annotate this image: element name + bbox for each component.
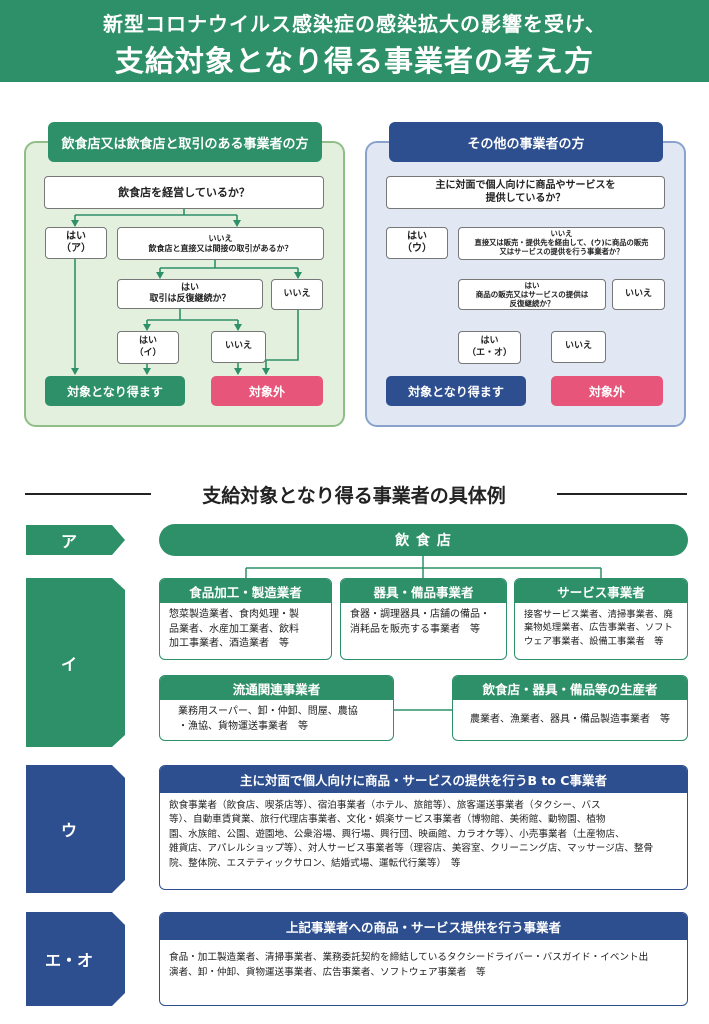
left-yes3-label: はい [138,336,157,347]
section-divider-left [25,493,151,495]
i-equip-line: 消耗品を販売する事業者 等 [350,623,480,635]
left-no2-box: いいえ [271,279,323,310]
left-no1-box: いいえ 飲食店と直接又は間接の取引があるか？ [117,227,324,260]
i-dist-box: 流通関連事業者 業務用スーパー、卸・仲卸、問屋、農協 ・漁協、貨物運送事業者 等 [159,675,394,741]
i-food-box: 食品加工・製造業者 惣菜製造業者、食肉処理・製 品業者、水産加工業者、飲料 加工… [159,578,332,660]
left-yes3-box: はい （イ） [117,331,179,364]
left-yes1-code: （ア） [61,243,91,254]
right-yes2-label: はい [524,281,540,290]
left-yes1-box: はい （ア） [45,227,107,259]
i-equip-box: 器具・備品事業者 食器・調理器具・店舗の備品・ 消耗品を販売する事業者 等 [340,578,507,660]
i-food-body: 惣菜製造業者、食肉処理・製 品業者、水産加工業者、飲料 加工事業者、酒造業者 等 [160,603,331,657]
right-yes3-label: はい [480,336,499,347]
eo-supplier-box: 上記事業者への商品・サービス提供を行う事業者 食品・加工製造業者、清掃事業者、業… [159,912,688,1006]
i-service-head: サービス事業者 [515,579,687,603]
left-yes2-box: はい 取引は反復継続か？ [117,279,263,309]
eo-supplier-line: 食品・加工製造業者、清掃事業者、業務委託契約を締結しているタクシードライバー・バ… [169,952,649,963]
u-btoc-line: 等）、自動車賃貸業、旅行代理店事業者、文化・娯楽サービス事業者（博物館、美術館、… [169,814,606,826]
i-dist-line: 業務用スーパー、卸・仲卸、問屋、農協 [178,706,358,717]
left-result-excluded: 対象外 [211,376,323,406]
u-btoc-line: 飲食事業者（飲食店、喫茶店等）、宿泊事業者（ホテル、旅館等）、旅客運送事業者（タ… [169,800,601,811]
right-yes1-box: はい （ウ） [386,227,448,259]
right-yes2-question-2: 反復継続か？ [509,299,555,308]
i-food-line: 品業者、水産加工業者、飲料 [169,623,299,635]
left-no3-box: いいえ [211,331,266,363]
right-no1-box: いいえ 直接又は販売・提供先を経由して、(ウ)に商品の販売 又はサービスの提供を… [458,227,665,260]
left-panel-title: 飲食店又は飲食店と取引のある事業者の方 [48,122,322,162]
right-yes3-box: はい （エ・オ） [458,331,521,364]
i-prod-line: 農業者、漁業者、器具・備品製造事業者 等 [470,713,670,725]
i-dist-body: 業務用スーパー、卸・仲卸、問屋、農協 ・漁協、貨物運送事業者 等 [160,700,393,739]
a-restaurant-box: 飲 食 店 [159,524,688,556]
right-no3-box: いいえ [551,331,606,363]
eo-supplier-body: 食品・加工製造業者、清掃事業者、業務委託契約を締結しているタクシードライバー・バ… [160,940,687,991]
left-q1-box: 飲食店を経営しているか？ [44,176,324,209]
i-food-line: 加工事業者、酒造業者 等 [169,638,289,649]
eo-supplier-head: 上記事業者への商品・サービス提供を行う事業者 [160,913,687,940]
i-food-line: 惣菜製造業者、食肉処理・製 [169,609,299,620]
eo-supplier-line: 演者、卸・仲卸、貨物運送事業者、広告事業者、ソフトウェア事業者 等 [169,967,486,979]
i-prod-box: 飲食店・器具・備品等の生産者 農業者、漁業者、器具・備品製造事業者 等 [452,675,688,741]
header-line-2: 支給対象となり得る事業者の考え方 [114,44,595,78]
right-no2-box: いいえ [612,279,665,310]
i-service-line: 棄物処理業者、広告事業者、ソフト [524,622,673,634]
left-yes2-label: はい [180,282,199,293]
examples-title: 支給対象となり得る事業者の具体例 [202,484,506,507]
left-yes2-question: 取引は反復継続か？ [149,294,231,304]
left-result-eligible: 対象となり得ます [45,376,185,406]
right-result-excluded: 対象外 [551,376,663,406]
right-yes1-label: はい [407,230,427,242]
label-u: ウ [60,821,77,840]
right-no1-question-1: 直接又は販売・提供先を経由して、(ウ)に商品の販売 [474,238,649,248]
u-btoc-line: 園、水族館、公園、遊園地、公衆浴場、興行場、興行団、映画館、カラオケ等）、小売事… [169,828,625,840]
right-yes2-question-1: 商品の販売又はサービスの提供は [475,290,589,299]
i-prod-body: 農業者、漁業者、器具・備品製造事業者 等 [453,700,687,740]
u-btoc-body: 飲食事業者（飲食店、喫茶店等）、宿泊事業者（ホテル、旅館等）、旅客運送事業者（タ… [160,793,687,877]
u-btoc-box: 主に対面で個人向けに商品・サービスの提供を行うB to C事業者 飲食事業者（飲… [159,765,688,890]
header-line-1: 新型コロナウイルス感染症の感染拡大の影響を受け、 [103,12,606,36]
right-yes2-box: はい 商品の販売又はサービスの提供は 反復継続か？ [458,279,606,310]
right-no1-question-2: 又はサービスの提供を行う事業者か？ [499,246,624,256]
i-dist-head: 流通関連事業者 [160,676,393,700]
right-q1-line2: 提供しているか？ [485,192,566,204]
left-no1-question: 飲食店と直接又は間接の取引があるか？ [148,243,293,253]
header-banner: 新型コロナウイルス感染症の感染拡大の影響を受け、 支給対象となり得る事業者の考え… [0,0,709,82]
right-q1-box: 主に対面で個人向けに商品やサービスを 提供しているか？ [386,176,665,209]
right-q1-line1: 主に対面で個人向けに商品やサービスを [435,180,616,191]
i-service-body: 接客サービス業者、清掃事業者、廃 棄物処理業者、広告事業者、ソフト ウェア事業者… [515,603,687,653]
i-prod-head: 飲食店・器具・備品等の生産者 [453,676,687,700]
i-service-box: サービス事業者 接客サービス業者、清掃事業者、廃 棄物処理業者、広告事業者、ソフ… [514,578,688,660]
i-service-line: ウェア事業者、設備工事業者 等 [524,635,664,647]
i-equip-body: 食器・調理器具・店舗の備品・ 消耗品を販売する事業者 等 [341,603,506,642]
i-service-line: 接客サービス業者、清掃事業者、廃 [524,609,673,620]
right-panel-title: その他の事業者の方 [389,122,663,162]
example-label-arrows [26,525,602,1006]
i-equip-line: 食器・調理器具・店舗の備品・ [350,609,490,620]
label-a: ア [60,532,77,551]
right-result-eligible: 対象となり得ます [386,376,526,406]
i-food-head: 食品加工・製造業者 [160,579,331,603]
left-yes1-label: はい [66,230,86,242]
section-divider-right [557,493,687,495]
i-dist-line: ・漁協、貨物運送事業者 等 [178,720,308,732]
right-yes3-code: （エ・オ） [466,347,512,358]
u-btoc-line: 院、整体院、エステティックサロン、結婚式場、運転代行業等） 等 [169,857,461,869]
u-btoc-line: 雑貨店、アパレルショップ等）、対人サービス事業者等（理容店、美容室、クリーニング… [169,843,654,855]
right-no1-label: いいえ [550,229,573,239]
left-no1-label: いいえ [208,233,233,243]
u-btoc-head: 主に対面で個人向けに商品・サービスの提供を行うB to C事業者 [160,766,687,793]
i-equip-head: 器具・備品事業者 [341,579,506,603]
label-i: イ [60,654,77,674]
label-eo: エ・オ [44,951,93,970]
right-yes1-code: （ウ） [402,243,432,254]
left-yes3-code: （イ） [134,347,162,358]
